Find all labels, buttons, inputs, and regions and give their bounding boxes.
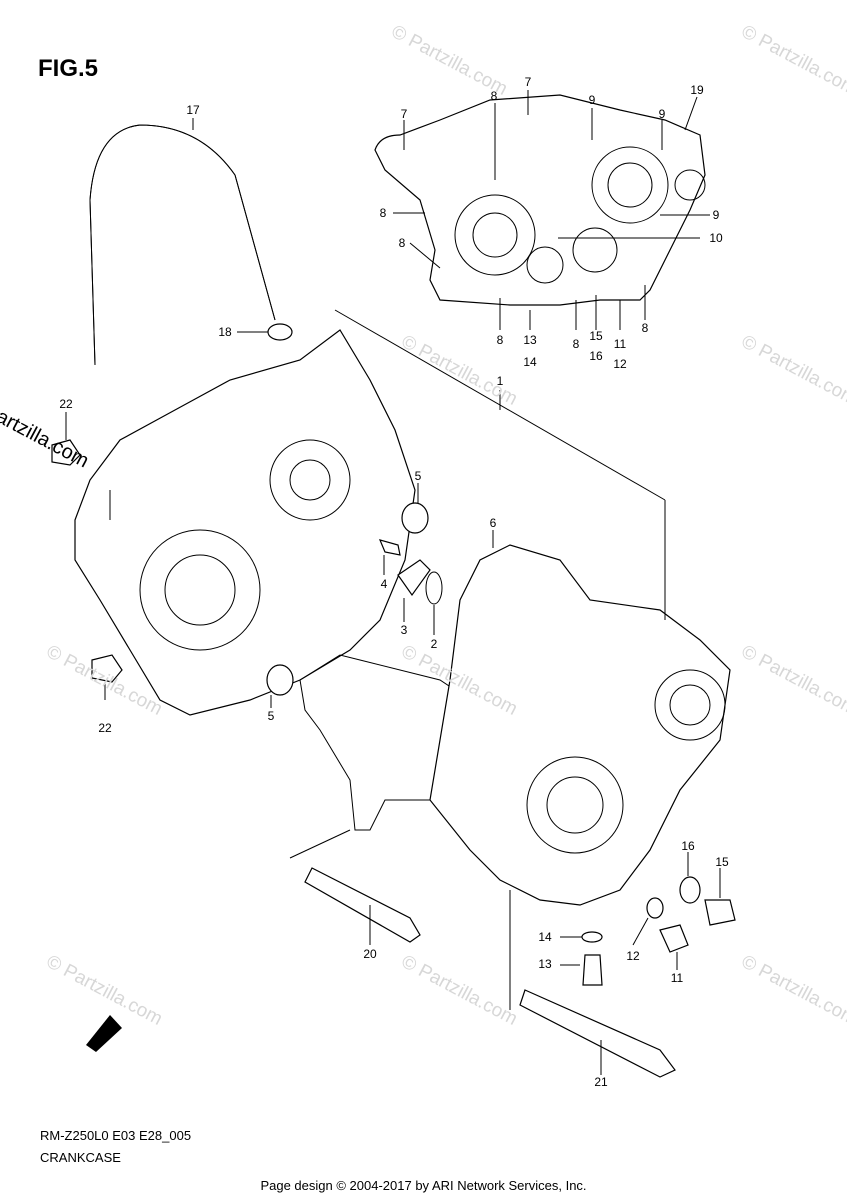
- washer-12: [646, 897, 664, 919]
- callout-7a: 7: [525, 75, 532, 89]
- callout-21: 21: [594, 1075, 608, 1089]
- callout-5a: 5: [415, 469, 422, 483]
- nut-22-top: [51, 439, 81, 466]
- callout-8d: 8: [497, 333, 504, 347]
- leader-lines: [65, 90, 721, 1075]
- callout-numbers: 17 7 7 8 9 19 9 8 9 10 8 8 13 14 8 15 16…: [59, 75, 729, 1089]
- callout-11b: 11: [671, 971, 684, 985]
- callout-13a: 13: [523, 333, 537, 347]
- bolt-20: [304, 867, 421, 943]
- model-code: RM-Z250L0 E03 E28_005: [40, 1128, 192, 1143]
- callout-15b: 15: [715, 855, 729, 869]
- clamp-18: [267, 323, 293, 341]
- callout-15a: 15: [589, 329, 603, 343]
- callout-16b: 16: [681, 839, 695, 853]
- callout-19: 19: [690, 83, 704, 97]
- callout-2: 2: [431, 637, 438, 651]
- crankcase-outline-top: [374, 94, 706, 306]
- bolt-21: [519, 989, 676, 1078]
- bolt-13: [582, 954, 603, 986]
- callout-11a: 11: [614, 337, 627, 351]
- callout-14a: 14: [523, 355, 537, 369]
- callout-8c: 8: [399, 236, 406, 250]
- callout-13b: 13: [538, 957, 552, 971]
- plug-11: [659, 924, 689, 953]
- callout-16a: 16: [589, 349, 603, 363]
- washer-16: [679, 876, 701, 904]
- gasket: [299, 654, 471, 831]
- callout-7b: 7: [401, 107, 408, 121]
- callout-12a: 12: [613, 357, 627, 371]
- callout-14b: 14: [538, 930, 552, 944]
- breather-hose: [89, 124, 276, 366]
- callout-9c: 9: [713, 208, 720, 222]
- washer-14: [581, 931, 603, 943]
- callout-6: 6: [490, 516, 497, 530]
- callout-10: 10: [709, 231, 723, 245]
- callout-12b: 12: [626, 949, 640, 963]
- callout-22b: 22: [98, 721, 112, 735]
- callout-8f: 8: [642, 321, 649, 335]
- crankcase-left-half: [74, 329, 416, 716]
- nut-22-bottom: [91, 654, 123, 683]
- dowel-5-top: [401, 502, 429, 534]
- plate-3: [397, 559, 431, 597]
- callout-20: 20: [363, 947, 377, 961]
- callout-18: 18: [218, 325, 232, 339]
- callout-4: 4: [381, 577, 388, 591]
- fwd-arrow: [86, 1015, 122, 1052]
- callout-8b: 8: [380, 206, 387, 220]
- figure-label: FIG.5: [38, 55, 99, 82]
- plug-15: [704, 899, 736, 926]
- callout-5b: 5: [268, 709, 275, 723]
- callout-3: 3: [401, 623, 408, 637]
- page-credit: Page design © 2004-2017 by ARI Network S…: [260, 1178, 587, 1193]
- callout-8a: 8: [491, 89, 498, 103]
- callout-9a: 9: [589, 93, 596, 107]
- callout-1: 1: [497, 374, 504, 388]
- dowel-5-bottom: [266, 664, 294, 696]
- callout-22a: 22: [59, 397, 73, 411]
- bolt-4: [378, 539, 401, 556]
- o-ring-2: [425, 571, 443, 605]
- crankcase-right-half: [429, 544, 731, 906]
- section-name: CRANKCASE: [40, 1150, 121, 1165]
- callout-8e: 8: [573, 337, 580, 351]
- callout-17: 17: [186, 103, 200, 117]
- callout-9b: 9: [659, 107, 666, 121]
